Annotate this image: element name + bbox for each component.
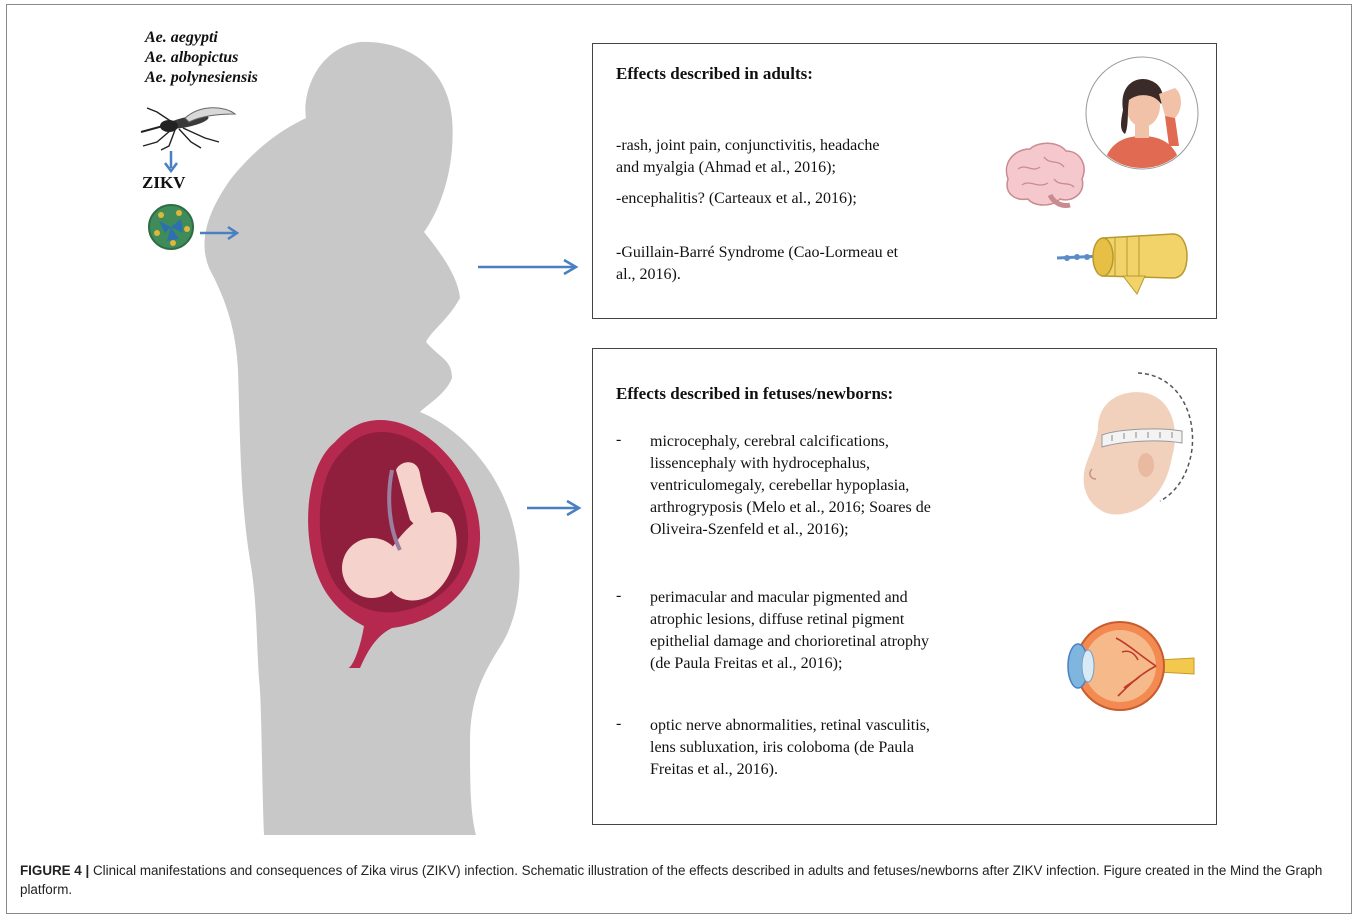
fetus-effect-item: optic nerve abnormalities, retinal vascu… bbox=[650, 715, 1060, 781]
bullet-dash: - bbox=[616, 715, 621, 733]
text-line: Freitas et al., 2016). bbox=[650, 759, 1060, 781]
woman-headache-icon bbox=[1083, 54, 1201, 172]
brain-icon bbox=[998, 139, 1088, 211]
right-arrow-icon bbox=[476, 258, 580, 276]
adults-effect-item: -encephalitis? (Carteaux et al., 2016); bbox=[616, 188, 996, 210]
fetus-effects-title: Effects described in fetuses/newborns: bbox=[616, 384, 893, 404]
species-name: Ae. aegypti bbox=[145, 28, 258, 48]
text-line: Oliveira-Szenfeld et al., 2016); bbox=[650, 519, 1060, 541]
text-line: perimacular and macular pigmented and bbox=[650, 587, 1060, 609]
text-line: epithelial damage and chorioretinal atro… bbox=[650, 631, 1060, 653]
bullet-dash: - bbox=[616, 431, 621, 449]
fetus-effect-item: microcephaly, cerebral calcifications, l… bbox=[650, 431, 1060, 541]
text-line: -Guillain-Barré Syndrome (Cao-Lormeau et bbox=[616, 242, 996, 264]
text-line: optic nerve abnormalities, retinal vascu… bbox=[650, 715, 1060, 737]
eye-anatomy-icon bbox=[1058, 614, 1198, 714]
right-arrow-icon bbox=[525, 499, 583, 517]
figure-label: FIGURE 4 | bbox=[20, 863, 89, 878]
species-name: Ae. polynesiensis bbox=[145, 68, 258, 88]
figure-caption: FIGURE 4 | Clinical manifestations and c… bbox=[20, 861, 1340, 899]
adults-effect-item: -rash, joint pain, conjunctivitis, heada… bbox=[616, 135, 996, 179]
virus-particle-icon bbox=[147, 203, 195, 251]
text-line: microcephaly, cerebral calcifications, bbox=[650, 431, 1060, 453]
virus-label: ZIKV bbox=[142, 173, 185, 193]
text-line: and myalgia (Ahmad et al., 2016); bbox=[616, 157, 996, 179]
baby-head-measurement-icon bbox=[1068, 369, 1198, 529]
text-line: lens subluxation, iris coloboma (de Paul… bbox=[650, 737, 1060, 759]
text-line: lissencephaly with hydrocephalus, bbox=[650, 453, 1060, 475]
species-name: Ae. albopictus bbox=[145, 48, 258, 68]
adults-effect-item: -Guillain-Barré Syndrome (Cao-Lormeau et… bbox=[616, 242, 996, 286]
text-line: al., 2016). bbox=[616, 264, 996, 286]
text-line: arthrogryposis (Melo et al., 2016; Soare… bbox=[650, 497, 1060, 519]
text-line: -encephalitis? (Carteaux et al., 2016); bbox=[616, 188, 996, 210]
mosquito-icon bbox=[135, 102, 245, 152]
text-line: atrophic lesions, diffuse retinal pigmen… bbox=[650, 609, 1060, 631]
fetus-effect-item: perimacular and macular pigmented and at… bbox=[650, 587, 1060, 675]
caption-text: Clinical manifestations and consequences… bbox=[20, 863, 1322, 897]
fetus-effects-box: Effects described in fetuses/newborns: -… bbox=[592, 348, 1217, 825]
mosquito-species-list: Ae. aegypti Ae. albopictus Ae. polynesie… bbox=[145, 28, 258, 88]
right-arrow-icon bbox=[198, 224, 242, 242]
text-line: -rash, joint pain, conjunctivitis, heada… bbox=[616, 135, 996, 157]
bullet-dash: - bbox=[616, 587, 621, 605]
adults-effects-title: Effects described in adults: bbox=[616, 64, 813, 84]
adults-effects-box: Effects described in adults: -rash, join… bbox=[592, 43, 1217, 319]
text-line: (de Paula Freitas et al., 2016); bbox=[650, 653, 1060, 675]
nerve-fiber-icon bbox=[1053, 216, 1193, 296]
text-line: ventriculomegaly, cerebellar hypoplasia, bbox=[650, 475, 1060, 497]
